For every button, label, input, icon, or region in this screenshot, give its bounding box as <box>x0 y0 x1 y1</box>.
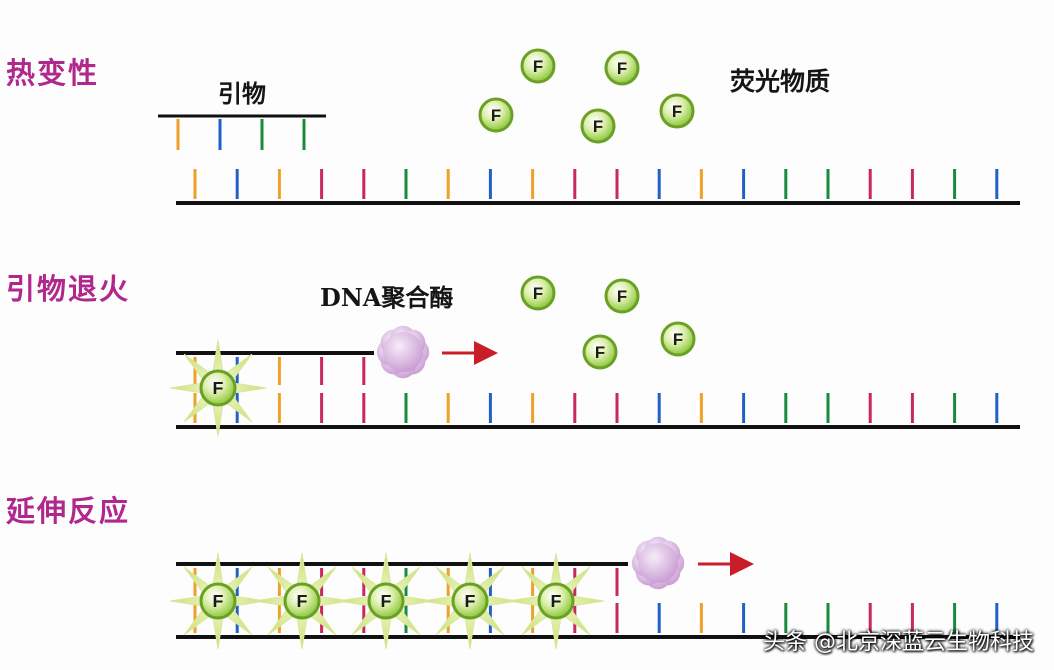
fluorophore-letter: F <box>533 284 543 303</box>
fluorophore-icon: F <box>199 369 237 407</box>
fluorophore-icon: F <box>604 278 640 314</box>
fluorophore-ring <box>537 582 575 620</box>
watermark: 头条 @北京深蓝云生物科技 <box>763 630 1034 655</box>
fluorophore-letter: F <box>213 378 224 398</box>
stage-label-extension: 延伸反应 <box>6 494 131 528</box>
fluorophore-icon: F <box>283 582 321 620</box>
fluorophore-icon: F <box>537 582 575 620</box>
fluorophore-letter: F <box>672 102 682 121</box>
fluorophore-icon: F <box>660 321 696 357</box>
polymerase-icon <box>631 536 685 590</box>
stage-label-annealing: 引物退火 <box>6 272 131 306</box>
fluorophore-ring <box>283 582 321 620</box>
fluorophore-icon: F <box>478 97 514 133</box>
fluorophore-letter: F <box>533 57 543 76</box>
fluorophore-icon: F <box>199 582 237 620</box>
fluorophore-ring <box>604 50 640 86</box>
fluorophore-icon: F <box>520 275 556 311</box>
polymerase-core <box>638 543 678 583</box>
fluorophore-icon: F <box>659 93 695 129</box>
fluorophore-ring <box>659 93 695 129</box>
fluorophore-letter: F <box>213 591 224 611</box>
fluorophore-letter: F <box>381 591 392 611</box>
fluorophore-letter: F <box>593 117 603 136</box>
fluorophore-ring <box>367 582 405 620</box>
dna-polymerase-label: DNA聚合酶 <box>320 283 454 312</box>
fluorophore-letter: F <box>595 343 605 362</box>
fluorophore-ring <box>451 582 489 620</box>
fluorophore-icon: F <box>582 334 618 370</box>
primer-label: 引物 <box>218 79 266 108</box>
fluorophore-ring <box>582 334 618 370</box>
fluorophore-ring <box>660 321 696 357</box>
fluorophore-ring <box>199 369 237 407</box>
fluorophore-ring <box>199 582 237 620</box>
fluorophore-letter: F <box>465 591 476 611</box>
polymerase-core <box>383 332 423 372</box>
fluorophore-ring <box>478 97 514 133</box>
fluorophore-ring <box>520 48 556 84</box>
fluorophore-ring <box>520 275 556 311</box>
fluorophore-icon: F <box>580 108 616 144</box>
fluorophore-letter: F <box>673 330 683 349</box>
fluorophore-letter: F <box>297 591 308 611</box>
fluorophore-ring <box>604 278 640 314</box>
fluorophore-letter: F <box>617 59 627 78</box>
fluorophore-letter: F <box>617 287 627 306</box>
fluorophore-icon: F <box>451 582 489 620</box>
fluorophore-icon: F <box>604 50 640 86</box>
fluorophore-icon: F <box>367 582 405 620</box>
fluorophore-letter: F <box>551 591 562 611</box>
fluorescent-substance-label: 荧光物质 <box>730 67 831 96</box>
fluorophore-ring <box>580 108 616 144</box>
fluorophore-icon: F <box>520 48 556 84</box>
stage-label-denaturation: 热变性 <box>6 56 100 90</box>
fluorophore-letter: F <box>491 106 501 125</box>
polymerase-icon <box>376 325 430 379</box>
